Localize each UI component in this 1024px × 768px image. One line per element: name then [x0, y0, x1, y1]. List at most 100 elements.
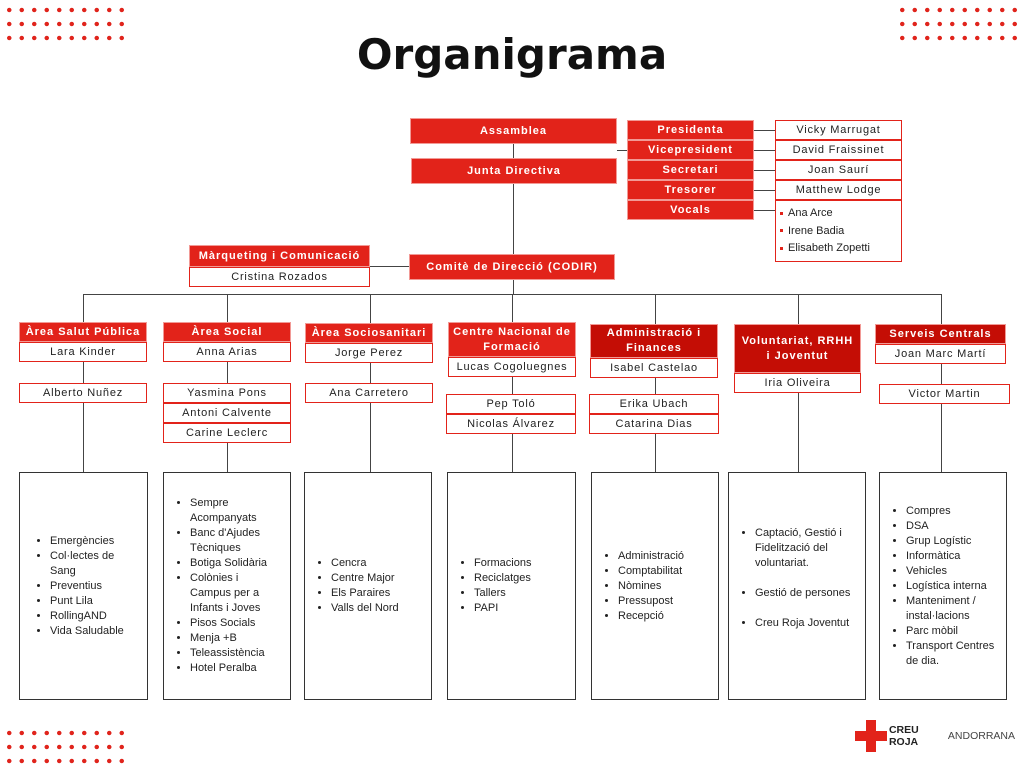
vocal-member: Irene Badia	[780, 223, 901, 241]
board-member: David Fraissinet	[775, 140, 902, 160]
service-item: Creu Roja Joventut	[755, 616, 855, 631]
service-item: Manteniment / instal·lacions	[906, 594, 996, 624]
area-services-box: EmergènciesCol·lectes de SangPreventiusP…	[19, 472, 148, 700]
connector-line	[754, 150, 775, 151]
area-head: Isabel Castelao	[590, 358, 718, 378]
service-item: Colònies i Campus per a Infants i Joves	[190, 571, 280, 616]
marketing-head: Cristina Rozados	[189, 267, 370, 287]
service-item: Informàtica	[906, 549, 996, 564]
service-item: Pressupost	[618, 594, 684, 609]
service-item: Grup Logístic	[906, 534, 996, 549]
service-item: PAPI	[474, 601, 531, 616]
service-item: Nòmines	[618, 579, 684, 594]
area-head: Jorge Perez	[305, 343, 433, 363]
connector-line	[513, 144, 514, 294]
service-item: Formacions	[474, 556, 531, 571]
connector-line	[798, 373, 799, 472]
service-item: Botiga Solidària	[190, 556, 280, 571]
connector-line	[798, 294, 799, 324]
service-item: Gestió de persones	[755, 586, 855, 601]
service-item: Menja +B	[190, 631, 280, 646]
decorative-dots	[3, 3, 128, 43]
junta-directiva-box: Junta Directiva	[411, 158, 617, 184]
area-staff: Erika Ubach	[589, 394, 719, 414]
decorative-dots	[3, 726, 128, 766]
connector-line	[370, 343, 371, 472]
service-item: Transport Centres de dia.	[906, 639, 996, 669]
area-staff: Carine Leclerc	[163, 423, 291, 443]
service-item: Administració	[618, 549, 684, 564]
connector-line	[754, 190, 775, 191]
connector-line	[941, 344, 942, 472]
service-item: Centre Major	[331, 571, 399, 586]
service-item: Punt Lila	[50, 594, 137, 609]
connector-line	[512, 294, 513, 322]
services-list: AdministracióComptabilitatNòminesPressup…	[602, 549, 684, 624]
area-staff: Alberto Nuñez	[19, 383, 147, 403]
area-title: Administració i Finances	[590, 324, 718, 358]
board-member: Vicky Marrugat	[775, 120, 902, 140]
service-item: Teleassistència	[190, 646, 280, 661]
connector-line	[754, 210, 775, 211]
service-item: Preventius	[50, 579, 137, 594]
board-role: Presidenta	[627, 120, 754, 140]
area-staff: Antoni Calvente	[163, 403, 291, 423]
service-item: Col·lectes de Sang	[50, 549, 137, 579]
area-head: Lara Kinder	[19, 342, 147, 362]
services-list: Sempre AcompanyatsBanc d'Ajudes Tècnique…	[174, 496, 280, 676]
service-item: DSA	[906, 519, 996, 534]
area-head: Joan Marc Martí	[875, 344, 1006, 364]
service-item: Els Paraires	[331, 586, 399, 601]
creu-roja-logo: CREU ROJA ANDORRANA	[855, 720, 1015, 752]
area-staff: Catarina Dias	[589, 414, 719, 434]
area-head: Lucas Cogoluegnes	[448, 357, 576, 377]
area-staff: Pep Toló	[446, 394, 576, 414]
service-item: Parc mòbil	[906, 624, 996, 639]
decorative-dots	[896, 3, 1021, 43]
area-title: Àrea Social	[163, 322, 291, 342]
service-item: Hotel Peralba	[190, 661, 280, 676]
service-item: Vida Saludable	[50, 624, 137, 639]
marketing-title: Màrqueting i Comunicació	[189, 245, 370, 267]
service-item: Comptabilitat	[618, 564, 684, 579]
area-head: Iria Oliveira	[734, 373, 861, 393]
service-item: Reciclatges	[474, 571, 531, 586]
area-staff: Victor Martin	[879, 384, 1010, 404]
service-item: Compres	[906, 504, 996, 519]
service-item: Recepció	[618, 609, 684, 624]
service-item: Cencra	[331, 556, 399, 571]
connector-line	[227, 294, 228, 322]
assemblea-box: Assamblea	[410, 118, 617, 144]
area-services-box: CencraCentre MajorEls ParairesValls del …	[304, 472, 432, 700]
service-item: Logística interna	[906, 579, 996, 594]
connector-line	[754, 130, 775, 131]
service-item: Captació, Gestió i Fidelització del volu…	[755, 526, 855, 571]
area-title: Àrea Sociosanitari	[305, 323, 433, 343]
area-staff: Yasmina Pons	[163, 383, 291, 403]
service-item: Sempre Acompanyats	[190, 496, 280, 526]
board-role: Vicepresident	[627, 140, 754, 160]
connector-line	[754, 170, 775, 171]
area-services-box: CompresDSAGrup LogísticInformàticaVehicl…	[879, 472, 1007, 700]
area-staff: Ana Carretero	[305, 383, 433, 403]
vocal-member: Elisabeth Zopetti	[780, 240, 901, 258]
page-title: Organigrama	[356, 30, 668, 79]
area-services-box: AdministracióComptabilitatNòminesPressup…	[591, 472, 719, 700]
board-member: Matthew Lodge	[775, 180, 902, 200]
area-head: Anna Arias	[163, 342, 291, 362]
connector-line	[655, 294, 656, 324]
service-item: Banc d'Ajudes Tècniques	[190, 526, 280, 556]
red-cross-icon	[855, 720, 887, 752]
service-item: Emergències	[50, 534, 137, 549]
area-title: Serveis Centrals	[875, 324, 1006, 344]
connector-line	[83, 294, 84, 322]
board-role: Tresorer	[627, 180, 754, 200]
vocal-member: Ana Arce	[780, 205, 901, 223]
service-item: Tallers	[474, 586, 531, 601]
connector-line	[83, 342, 84, 472]
service-item: RollingAND	[50, 609, 137, 624]
area-title: Voluntariat, RRHH i Joventut	[734, 324, 861, 373]
area-title: Centre Nacional de Formació	[448, 322, 576, 357]
